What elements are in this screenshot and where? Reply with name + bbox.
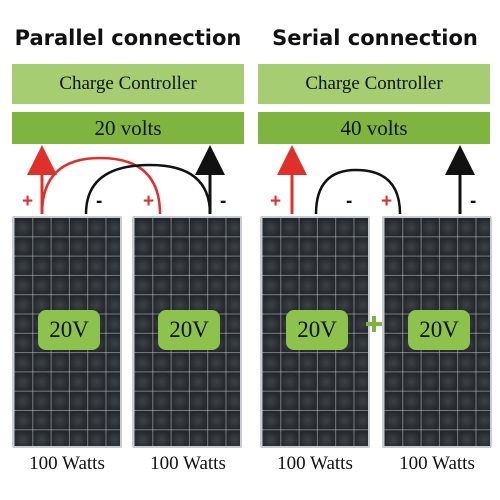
voltage-label: 20 volts: [94, 116, 162, 140]
positive-sign: +: [381, 191, 393, 212]
voltage-label: 40 volts: [340, 116, 408, 140]
positive-sign: +: [143, 191, 155, 212]
serial-charge-controller: Charge Controller: [258, 64, 490, 104]
panel-watts-label: 100 Watts: [277, 453, 353, 474]
positive-sign: +: [270, 191, 282, 212]
panel-watts-label: 100 Watts: [150, 453, 226, 474]
solar-panel: 20V: [382, 216, 492, 448]
solar-panel: 20V: [12, 216, 122, 448]
panel-voltage-badge: 20V: [158, 310, 220, 350]
negative-sign: -: [220, 191, 227, 212]
parallel-heading: Parallel connection: [14, 26, 242, 50]
negative-sign: -: [96, 191, 103, 212]
panel-watts-label: 100 Watts: [399, 453, 475, 474]
panel-voltage-badge: 20V: [408, 310, 470, 350]
negative-sign: -: [470, 191, 477, 212]
panel-voltage-badge: 20V: [38, 310, 100, 350]
serial-voltage-bar: 40 volts: [258, 112, 490, 144]
negative-wire: [84, 163, 212, 215]
series-link-wire: [314, 168, 402, 215]
parallel-charge-controller: Charge Controller: [12, 64, 244, 104]
solar-panel: 20V: [132, 216, 242, 448]
positive-sign: +: [22, 191, 34, 212]
panel-watts-label: 100 Watts: [29, 453, 105, 474]
negative-sign: -: [346, 191, 353, 212]
parallel-voltage-bar: 20 volts: [12, 112, 244, 144]
controller-label: Charge Controller: [305, 73, 443, 94]
serial-heading: Serial connection: [272, 26, 478, 50]
positive-wire: [40, 156, 162, 215]
plus-sign-icon: [366, 316, 382, 332]
panel-voltage-badge: 20V: [286, 310, 348, 350]
solar-panel: 20V: [260, 216, 370, 448]
controller-label: Charge Controller: [59, 73, 197, 94]
